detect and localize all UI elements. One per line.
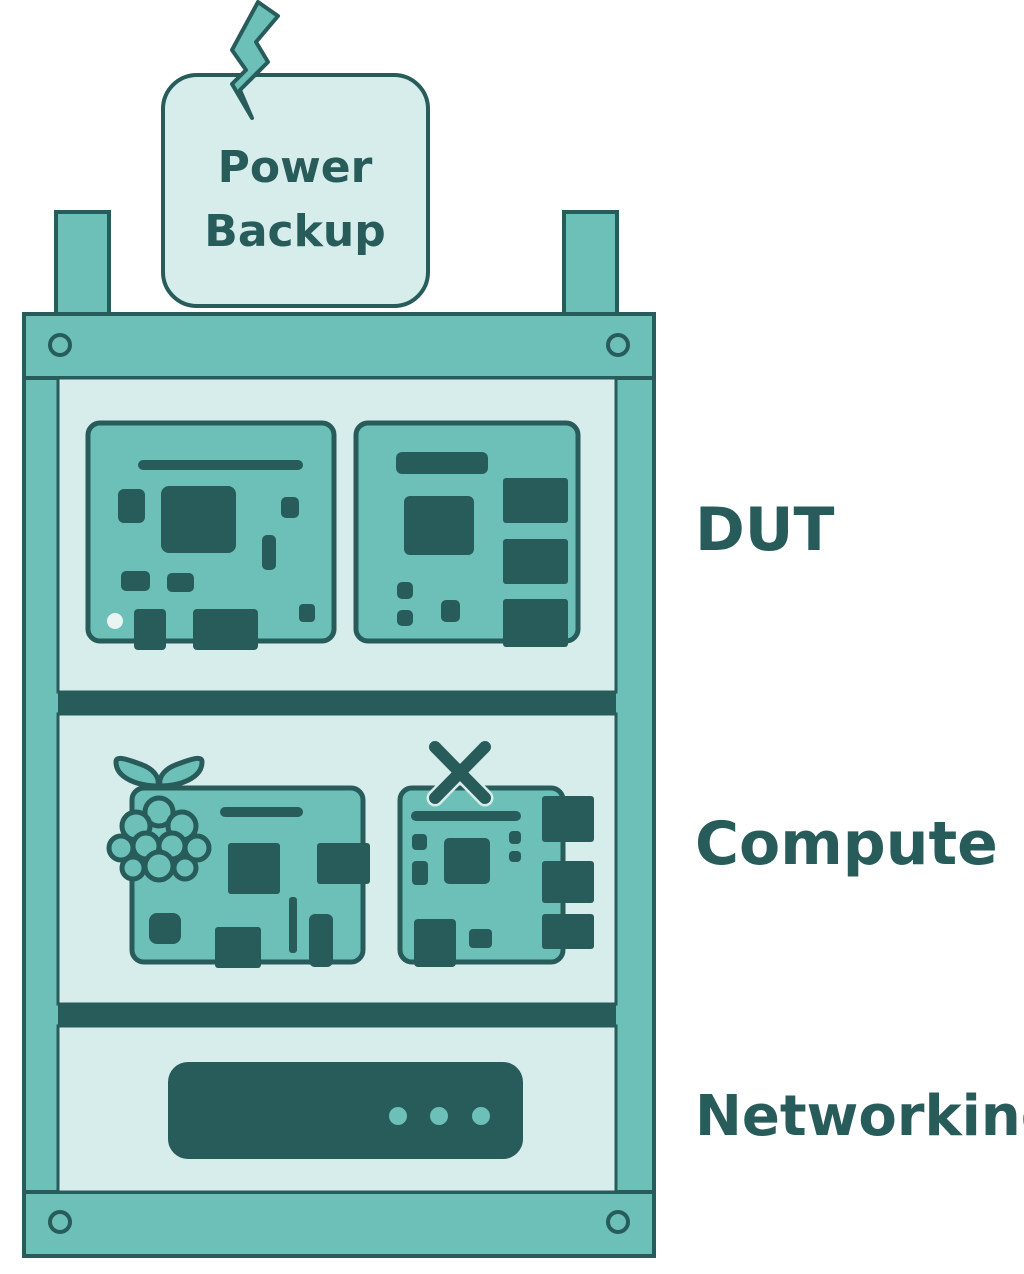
shelf-divider — [58, 1004, 616, 1026]
rack-bottom-bar — [22, 1190, 656, 1258]
label-compute: Compute — [695, 809, 998, 879]
power-label-line2: Backup — [204, 206, 385, 257]
label-dut: DUT — [695, 495, 835, 565]
led-icon — [430, 1107, 448, 1125]
screw-icon — [606, 1210, 630, 1234]
led-icon — [472, 1107, 490, 1125]
dut-board-2 — [353, 420, 581, 647]
dut-board-1 — [85, 420, 337, 650]
shelf-divider — [58, 692, 616, 714]
rack-post-right — [562, 210, 619, 319]
screw-icon — [48, 333, 72, 357]
rack-post-left — [54, 210, 111, 319]
label-networking: Networking — [695, 1084, 1024, 1149]
x-logo-icon — [426, 738, 494, 807]
power-backup-box: Power Backup — [161, 0, 430, 308]
x-board — [397, 785, 594, 967]
led-icon — [389, 1107, 407, 1125]
rack-top-bar — [22, 312, 656, 380]
lightning-bolt-icon — [230, 0, 280, 120]
screw-icon — [606, 333, 630, 357]
network-switch — [168, 1062, 523, 1159]
raspberry-pi-logo-icon — [106, 755, 212, 883]
screw-icon — [48, 1210, 72, 1234]
power-label-line1: Power — [218, 142, 373, 193]
